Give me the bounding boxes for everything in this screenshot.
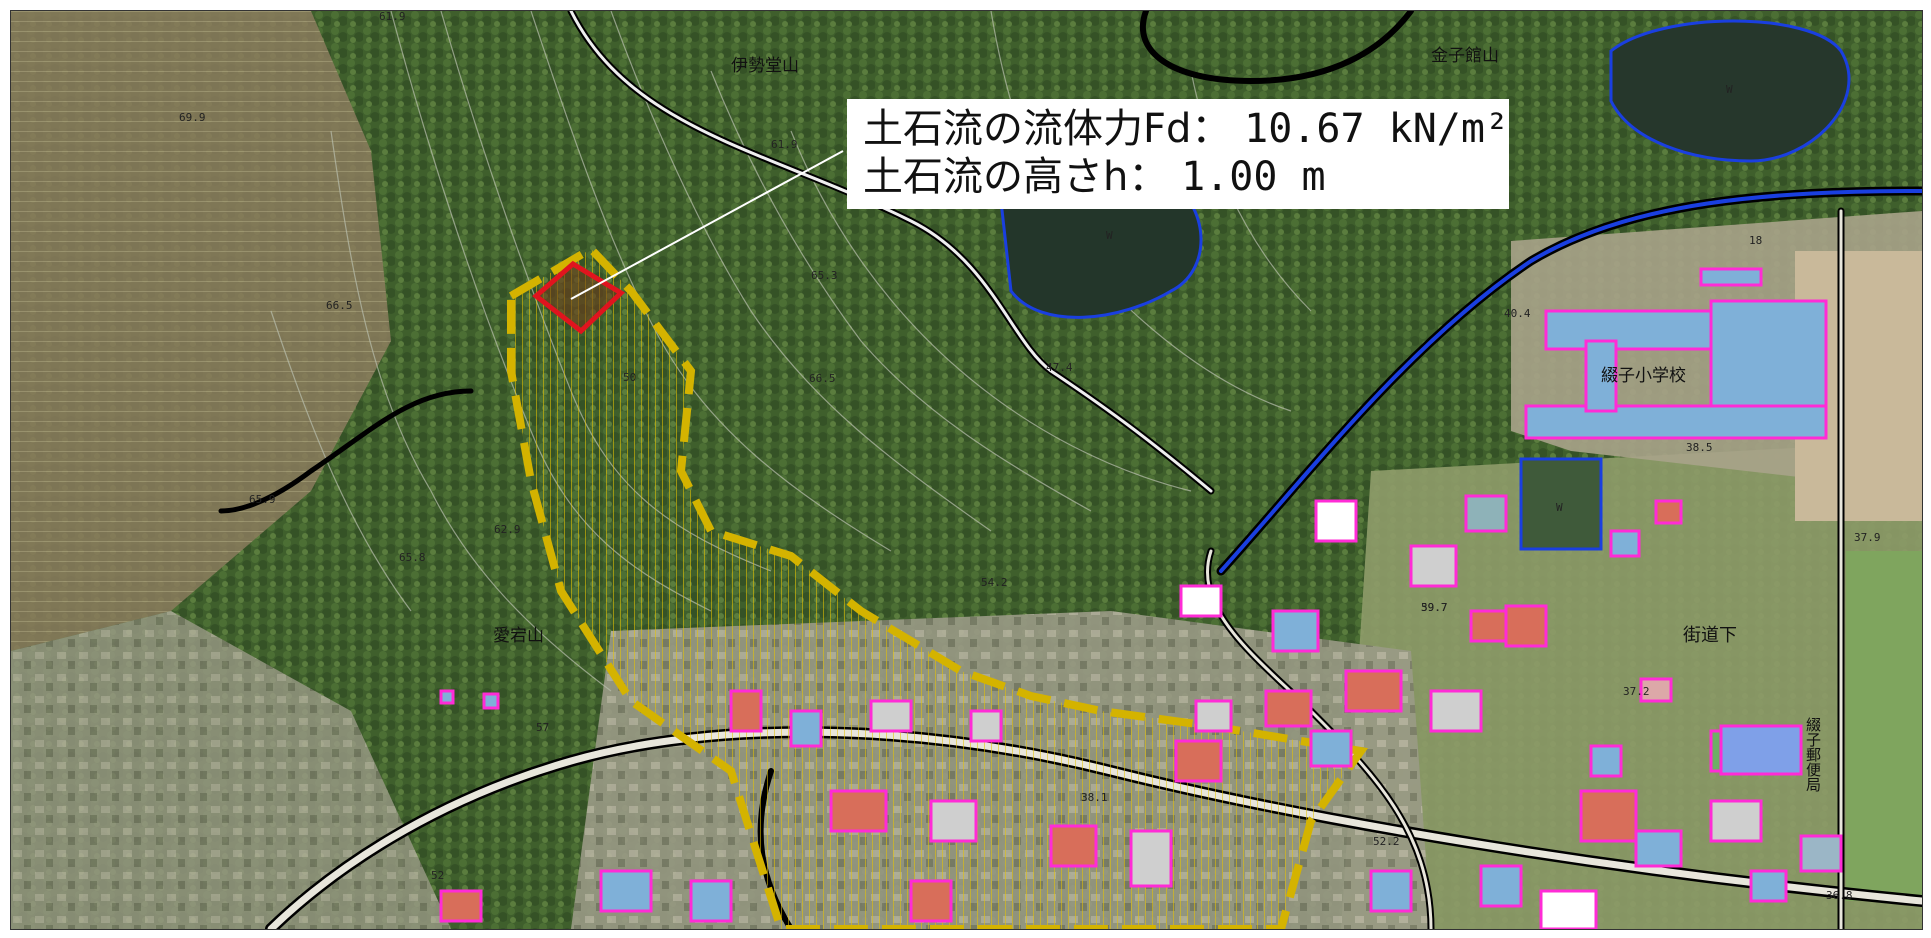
pond-northeast [1609, 19, 1851, 163]
map-frame[interactable]: 伊勢堂山 金子館山 愛宕山 綴子小学校 街道下 綴子郵便局 W W W 61.9… [10, 10, 1923, 930]
school-building-west [1584, 339, 1618, 413]
school-building-east [1709, 299, 1828, 423]
school-building-south [1524, 404, 1828, 440]
flow-height-label: 土石流の高さh： [863, 154, 1169, 200]
label-kaneko-mountain: 金子館山 [1431, 46, 1499, 66]
green-field-east [1846, 551, 1922, 901]
farm-fields-west [11, 11, 391, 651]
svg-text:38.1: 38.1 [1081, 791, 1108, 804]
svg-text:18: 18 [1749, 234, 1762, 247]
farmland-east [1341, 441, 1922, 929]
svg-text:65.9: 65.9 [249, 493, 276, 506]
school-building-north [1544, 309, 1733, 351]
flow-height-value: 1.00 m [1181, 154, 1326, 200]
svg-text:66.5: 66.5 [326, 299, 353, 312]
debris-flow-info-box: 土石流の流体力Fd： 10.67 kN/m² 土石流の高さh： 1.00 m [847, 99, 1509, 209]
svg-text:54.2: 54.2 [981, 576, 1008, 589]
debris-flow-hazard-zone [507, 243, 1368, 929]
svg-text:65.3: 65.3 [811, 269, 838, 282]
label-iseido-mountain: 伊勢堂山 [731, 56, 799, 76]
label-post-office: 綴子郵便局 [1804, 717, 1822, 793]
svg-text:37.9: 37.9 [1854, 531, 1881, 544]
fluid-force-value: 10.67 kN/m² [1244, 106, 1510, 152]
svg-text:61.9: 61.9 [771, 138, 798, 151]
svg-text:36.8: 36.8 [1826, 889, 1853, 902]
elevation-labels: 61.9 69.9 61.9 65.3 66.5 47.4 66.5 65.9 … [179, 11, 1881, 902]
label-atago-mountain: 愛宕山 [493, 626, 544, 646]
source-area-marker [532, 260, 626, 335]
svg-text:52: 52 [431, 869, 444, 882]
flow-height-line: 土石流の高さh： 1.00 m [863, 153, 1493, 201]
label-tsuzureko-school: 綴子小学校 [1601, 366, 1686, 386]
water-mark-pond-northeast: W [1726, 83, 1733, 96]
pool-school [1519, 457, 1603, 551]
svg-text:47.4: 47.4 [1046, 361, 1073, 374]
svg-text:57: 57 [536, 721, 549, 734]
svg-text:37.2: 37.2 [1623, 685, 1650, 698]
svg-text:61.9: 61.9 [379, 11, 406, 23]
svg-text:52.2: 52.2 [1373, 835, 1400, 848]
fluid-force-label: 土石流の流体力Fd： [863, 106, 1232, 152]
residential-southwest [11, 611, 451, 929]
svg-text:62.9: 62.9 [494, 523, 521, 536]
svg-text:69.9: 69.9 [179, 111, 206, 124]
svg-text:50: 50 [623, 371, 636, 384]
svg-text:66.5: 66.5 [809, 372, 836, 385]
svg-text:59.7: 59.7 [1421, 601, 1448, 614]
label-kaidoshita: 街道下 [1683, 625, 1737, 646]
svg-text:40.4: 40.4 [1504, 307, 1531, 320]
callout-leader-line [570, 150, 844, 300]
svg-text:39.7: 39.7 [1421, 601, 1448, 614]
fluid-force-line: 土石流の流体力Fd： 10.67 kN/m² [863, 105, 1509, 153]
buildings-layer [439, 267, 1843, 929]
water-mark-pond-center: W [1106, 229, 1113, 242]
svg-text:65.8: 65.8 [399, 551, 426, 564]
water-mark-pool: W [1556, 501, 1563, 514]
svg-text:38.5: 38.5 [1686, 441, 1713, 454]
